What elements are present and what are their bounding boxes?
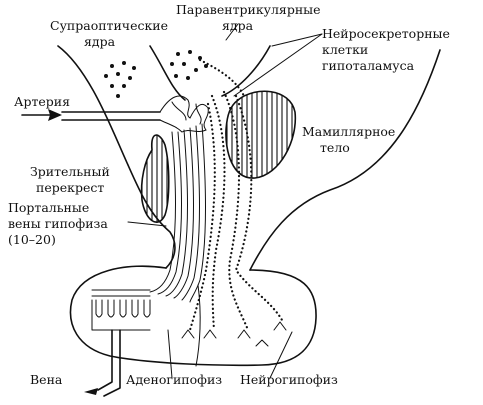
label-neurosecretory-2: клетки	[322, 42, 368, 57]
artery-arrowhead	[48, 109, 62, 121]
vein-wall-left	[97, 329, 113, 391]
hypothalamus-outline-left	[57, 45, 176, 269]
pituitary-lobe-divider	[195, 284, 201, 367]
mammillary-body	[225, 90, 297, 179]
label-adenohypophysis: Аденогипофиз	[126, 372, 222, 387]
label-chiasm-2: перекрест	[36, 180, 104, 195]
axon-terminals	[181, 321, 287, 347]
neurosecretory-fibers	[188, 58, 284, 332]
pointer-portal	[127, 221, 167, 227]
label-artery: Артерия	[14, 94, 70, 109]
vein-wall-right	[103, 329, 121, 397]
pointer-adenohypophysis	[167, 329, 173, 379]
label-portal-2: вены гипофиза	[8, 216, 108, 231]
label-neurohypophysis: Нейрогипофиз	[240, 372, 338, 387]
optic-chiasm	[140, 134, 170, 223]
label-supraoptic-2: ядра	[84, 34, 116, 49]
paraventricular-nucleus-dots	[170, 50, 208, 80]
vein-arrowhead	[84, 388, 98, 395]
pointer-neurohypophysis	[269, 331, 293, 379]
secondary-capillary-plexus	[91, 289, 151, 331]
pointer-paraventricular	[225, 23, 239, 41]
label-mammillary-2: тело	[320, 140, 350, 155]
label-portal-1: Портальные	[8, 200, 89, 215]
pointer-neurosecretory-2	[233, 33, 323, 97]
label-mammillary-1: Мамиллярное	[302, 124, 395, 139]
supraoptic-nucleus-dots	[104, 61, 136, 98]
label-portal-3: (10–20)	[8, 232, 56, 247]
label-paraventricular-2: ядра	[222, 18, 254, 33]
pituitary-outline	[69, 265, 317, 367]
hypothalamus-outline-right	[249, 49, 441, 271]
portal-veins	[149, 123, 206, 303]
primary-capillary-plexus	[159, 95, 209, 133]
label-vein: Вена	[30, 372, 63, 387]
label-neurosecretory-3: гипоталамуса	[322, 58, 415, 73]
label-paraventricular-1: Паравентрикулярные	[176, 2, 321, 17]
third-ventricle-outline	[149, 45, 271, 101]
label-chiasm-1: Зрительный	[30, 164, 110, 179]
pointer-neurosecretory-1	[271, 33, 323, 47]
label-supraoptic-1: Супраоптические	[50, 18, 168, 33]
label-neurosecretory-1: Нейросекреторные	[322, 26, 450, 41]
